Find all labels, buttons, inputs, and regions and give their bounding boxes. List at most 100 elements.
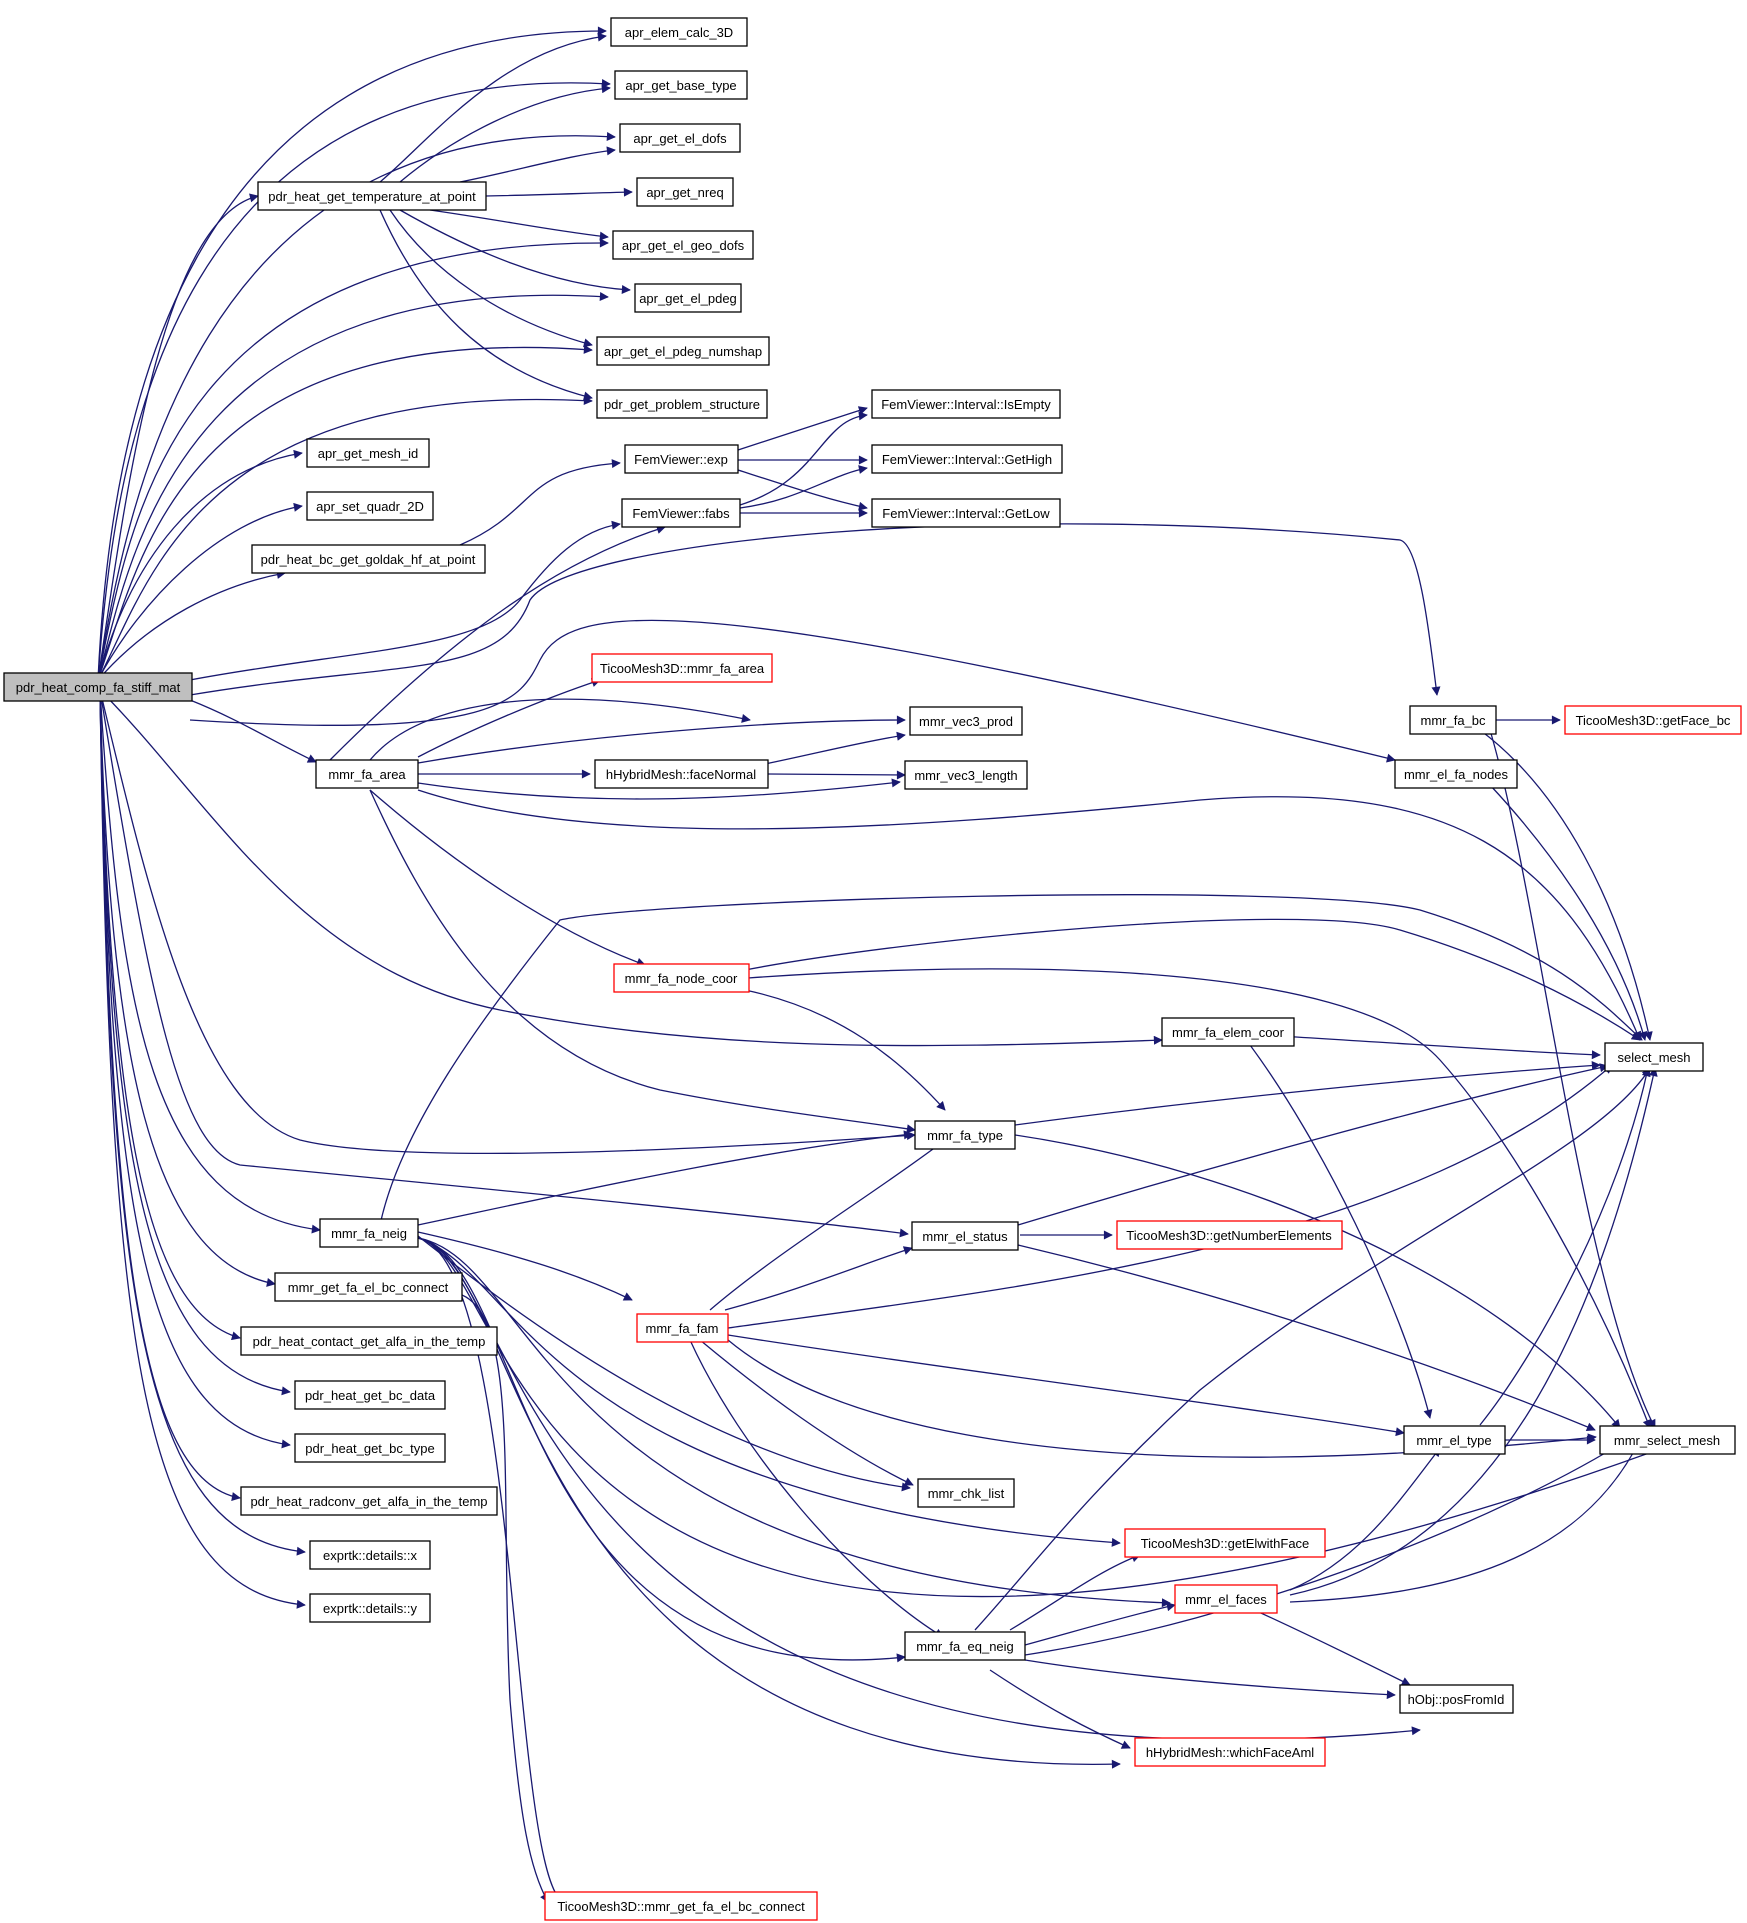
node-hhybridmesh-whichfaceaml[interactable]: hHybridMesh::whichFaceAml	[1134, 1737, 1326, 1767]
node-mmr-fa-bc[interactable]: mmr_fa_bc	[1409, 705, 1497, 735]
node-mmr-select-mesh[interactable]: mmr_select_mesh	[1599, 1425, 1736, 1455]
node-apr-get-base-type[interactable]: apr_get_base_type	[614, 70, 748, 100]
node-hobj-posfromid[interactable]: hObj::posFromId	[1399, 1684, 1514, 1714]
node-exprtk-details-y[interactable]: exprtk::details::y	[309, 1593, 431, 1623]
node-mmr-el-fa-nodes[interactable]: mmr_el_fa_nodes	[1394, 759, 1518, 789]
node-label: apr_get_el_dofs	[633, 131, 727, 146]
edge	[689, 1339, 944, 1638]
edge	[189, 619, 1396, 763]
node-mmr-fa-elem-coor[interactable]: mmr_fa_elem_coor	[1161, 1017, 1295, 1047]
node-pdr-heat-get-bc-type[interactable]: pdr_heat_get_bc_type	[294, 1433, 446, 1463]
node-label: pdr_heat_bc_get_goldak_hf_at_point	[261, 552, 476, 567]
node-mmr-fa-type[interactable]: mmr_fa_type	[914, 1120, 1016, 1150]
node-label: mmr_select_mesh	[1614, 1433, 1720, 1448]
edge	[97, 79, 611, 681]
node-pdr-heat-radconv-get-alfa-in-the-temp[interactable]: pdr_heat_radconv_get_alfa_in_the_temp	[240, 1486, 498, 1516]
node-ticoomesh3d-getnumberelements[interactable]: TicooMesh3D::getNumberElements	[1116, 1220, 1343, 1250]
edge	[747, 968, 1652, 1429]
edge	[989, 1669, 1131, 1749]
node-pdr-heat-get-bc-data[interactable]: pdr_heat_get_bc_data	[294, 1380, 446, 1410]
node-apr-get-el-dofs[interactable]: apr_get_el_dofs	[619, 123, 741, 153]
node-apr-get-el-geo-dofs[interactable]: apr_get_el_geo_dofs	[612, 230, 754, 260]
node-mmr-fa-neig[interactable]: mmr_fa_neig	[319, 1218, 419, 1248]
node-femviewer-exp[interactable]: FemViewer::exp	[624, 444, 739, 474]
edge	[189, 699, 317, 763]
node-mmr-el-type[interactable]: mmr_el_type	[1403, 1425, 1506, 1455]
edge	[1479, 729, 1653, 1041]
node-apr-get-el-pdeg-numshap[interactable]: apr_get_el_pdeg_numshap	[596, 336, 770, 366]
node-mmr-fa-eq-neig[interactable]: mmr_fa_eq_neig	[904, 1631, 1026, 1661]
node-pdr-heat-bc-get-goldak-hf-at-point[interactable]: pdr_heat_bc_get_goldak_hf_at_point	[251, 544, 486, 574]
node-select-mesh[interactable]: select_mesh	[1604, 1042, 1704, 1072]
node-mmr-fa-fam[interactable]: mmr_fa_fam	[636, 1313, 729, 1343]
node-pdr-heat-comp-fa-stiff-mat[interactable]: pdr_heat_comp_fa_stiff_mat	[3, 672, 193, 702]
edge	[417, 1235, 911, 1492]
node-label: mmr_fa_type	[927, 1128, 1003, 1143]
edge	[99, 689, 1163, 1047]
edge	[485, 187, 633, 197]
node-label: TicooMesh3D::getElwithFace	[1141, 1536, 1310, 1551]
node-interval-gethigh[interactable]: FemViewer::Interval::GetHigh	[871, 444, 1063, 474]
node-label: mmr_chk_list	[928, 1486, 1005, 1501]
edge	[1289, 1447, 1441, 1591]
edge	[974, 1067, 1651, 1631]
node-label: FemViewer::fabs	[632, 506, 730, 521]
node-mmr-el-faces[interactable]: mmr_el_faces	[1174, 1584, 1278, 1614]
node-mmr-el-status[interactable]: mmr_el_status	[911, 1221, 1019, 1251]
edge	[459, 459, 621, 546]
node-label: pdr_heat_contact_get_alfa_in_the_temp	[253, 1334, 486, 1349]
node-apr-get-mesh-id[interactable]: apr_get_mesh_id	[306, 438, 430, 468]
node-mmr-fa-area[interactable]: mmr_fa_area	[315, 759, 419, 789]
node-label: exprtk::details::y	[323, 1601, 417, 1616]
node-ticoomesh3d-mmr-get-fa-el-bc-connect[interactable]: TicooMesh3D::mmr_get_fa_el_bc_connect	[544, 1891, 818, 1921]
node-apr-get-el-pdeg[interactable]: apr_get_el_pdeg	[634, 283, 742, 313]
node-label: mmr_vec3_length	[914, 768, 1017, 783]
node-label: mmr_fa_neig	[331, 1226, 407, 1241]
node-label: mmr_el_fa_nodes	[1404, 767, 1509, 782]
node-mmr-get-fa-el-bc-connect[interactable]: mmr_get_fa_el_bc_connect	[274, 1272, 463, 1302]
node-ticoomesh3d-getface-bc[interactable]: TicooMesh3D::getFace_bc	[1564, 705, 1742, 735]
node-interval-isempty[interactable]: FemViewer::Interval::IsEmpty	[871, 389, 1061, 419]
node-mmr-vec3-length[interactable]: mmr_vec3_length	[904, 760, 1028, 790]
node-pdr-heat-contact-get-alfa-in-the-temp[interactable]: pdr_heat_contact_get_alfa_in_the_temp	[240, 1326, 498, 1356]
edge	[417, 1237, 1421, 1741]
node-label: pdr_heat_get_bc_type	[305, 1441, 434, 1456]
node-label: mmr_get_fa_el_bc_connect	[288, 1280, 449, 1295]
node-femviewer-fabs[interactable]: FemViewer::fabs	[621, 498, 741, 528]
edge	[1024, 1602, 1176, 1646]
edge	[724, 1246, 913, 1311]
edge	[97, 26, 607, 681]
node-exprtk-details-x[interactable]: exprtk::details::x	[309, 1540, 431, 1570]
node-label: exprtk::details::x	[323, 1548, 417, 1563]
node-ticoomesh3d-getelwithface[interactable]: TicooMesh3D::getElwithFace	[1124, 1528, 1326, 1558]
node-mmr-fa-node-coor[interactable]: mmr_fa_node_coor	[613, 963, 750, 993]
node-mmr-chk-list[interactable]: mmr_chk_list	[917, 1478, 1015, 1508]
node-mmr-vec3-prod[interactable]: mmr_vec3_prod	[909, 706, 1023, 736]
node-pdr-get-problem-structure[interactable]: pdr_get_problem_structure	[596, 389, 768, 419]
edge	[379, 209, 593, 401]
node-label: mmr_vec3_prod	[919, 714, 1013, 729]
edge	[1261, 1034, 1601, 1060]
node-ticoomesh3d-mmr-fa-area[interactable]: TicooMesh3D::mmr_fa_area	[591, 653, 773, 683]
edge	[97, 292, 609, 681]
edge	[1289, 1439, 1641, 1603]
edge	[369, 698, 751, 761]
node-apr-set-quadr-2d[interactable]: apr_set_quadr_2D	[306, 491, 434, 521]
node-apr-elem-calc-3d[interactable]: apr_elem_calc_3D	[610, 17, 748, 47]
node-label: apr_get_mesh_id	[318, 446, 418, 461]
edge	[97, 238, 609, 681]
node-interval-getlow[interactable]: FemViewer::Interval::GetLow	[871, 498, 1061, 528]
edge	[417, 1237, 1691, 1598]
edge	[97, 396, 593, 681]
edge	[97, 449, 303, 681]
edge	[767, 770, 906, 780]
node-apr-get-nreq[interactable]: apr_get_nreq	[636, 177, 734, 207]
edge	[739, 411, 868, 506]
node-label: TicooMesh3D::mmr_fa_area	[600, 661, 765, 676]
node-pdr-heat-get-temperature-at-point[interactable]: pdr_heat_get_temperature_at_point	[257, 181, 487, 211]
edge	[744, 918, 1641, 1041]
edge	[1024, 1437, 1631, 1656]
edge	[1014, 1061, 1601, 1126]
node-hhybridmesh-facenormal[interactable]: hHybridMesh::faceNormal	[594, 759, 769, 789]
